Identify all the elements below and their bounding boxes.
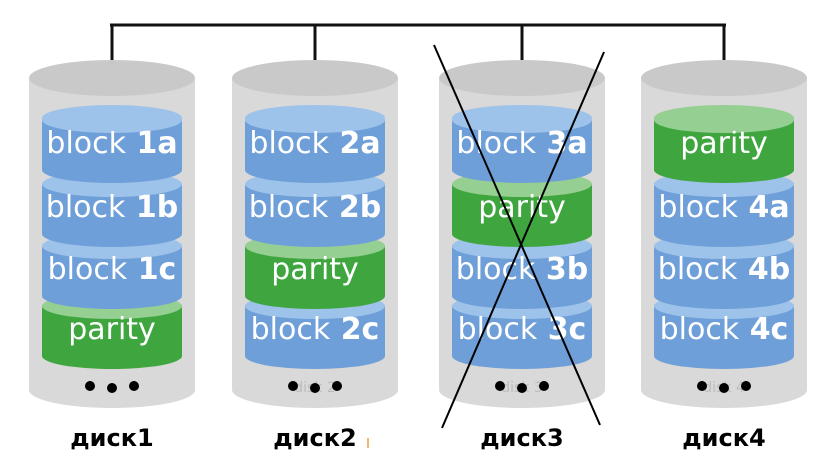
block-body	[245, 306, 385, 369]
block-body	[245, 120, 385, 183]
parity-label: parity	[478, 190, 566, 225]
block-label: block 2c	[251, 312, 380, 347]
block-label: block 4a	[658, 190, 789, 225]
block-word: block	[660, 312, 740, 347]
top-cap	[245, 105, 385, 131]
block-word: block	[46, 190, 126, 225]
block-body	[654, 306, 794, 369]
block-body	[42, 184, 182, 247]
indicator-dot	[719, 383, 729, 393]
disk-housing-top	[29, 60, 195, 96]
indicator-dot	[310, 383, 320, 393]
parity-label: parity	[680, 126, 768, 161]
indicator-dot	[517, 383, 527, 393]
block-label: block 2b	[249, 190, 381, 225]
block-word: block	[249, 126, 329, 161]
connection-wires	[110, 23, 726, 95]
block-word: block	[658, 252, 738, 287]
block-id: 1b	[136, 190, 178, 225]
block-word: block	[456, 126, 536, 161]
block-word: block	[48, 252, 128, 287]
block-label: block 2a	[249, 126, 380, 161]
disk-name: диск2	[273, 424, 356, 452]
block-label: block 1b	[46, 190, 178, 225]
indicator-dot	[332, 381, 342, 391]
block-id: 4b	[748, 252, 790, 287]
block-id: 3a	[546, 126, 587, 161]
indicator-dot	[129, 381, 139, 391]
block-body	[452, 246, 592, 309]
disk-housing-top	[641, 60, 807, 96]
disk-housing-top	[439, 60, 605, 96]
block-label: block 4b	[658, 252, 790, 287]
block-body	[245, 184, 385, 247]
block-label: block 1c	[48, 252, 177, 287]
disk-name: диск4	[682, 424, 765, 452]
indicator-dot	[288, 381, 298, 391]
block-id: 2b	[339, 190, 381, 225]
block-body	[654, 246, 794, 309]
block-word: parity	[478, 190, 566, 225]
block-id: 1c	[138, 252, 177, 287]
block-word: block	[456, 252, 536, 287]
parity-label: parity	[68, 312, 156, 347]
block-body	[42, 120, 182, 183]
block-word: parity	[68, 312, 156, 347]
indicator-dot	[741, 381, 751, 391]
indicator-dot	[85, 381, 95, 391]
block-id: 3b	[546, 252, 588, 287]
block-id: 2c	[341, 312, 380, 347]
top-cap	[452, 105, 592, 131]
block-body	[245, 246, 385, 309]
block-word: block	[46, 126, 126, 161]
block-id: 4c	[750, 312, 789, 347]
block-label: block 3c	[458, 312, 587, 347]
block-word: block	[658, 190, 738, 225]
failure-cross	[433, 44, 605, 429]
block-id: 2a	[339, 126, 380, 161]
block-label: block 3b	[456, 252, 588, 287]
block-label: block 1a	[46, 126, 177, 161]
parity-label: parity	[271, 252, 359, 287]
block-body	[452, 184, 592, 247]
block-label: block 3a	[456, 126, 587, 161]
block-body	[654, 184, 794, 247]
top-cap	[42, 105, 182, 131]
block-word: parity	[680, 126, 768, 161]
cross-line	[441, 51, 605, 429]
disk-name: диск1	[70, 424, 153, 452]
block-word: block	[249, 190, 329, 225]
block-body	[42, 246, 182, 309]
indicator-dot	[539, 381, 549, 391]
block-word: block	[251, 312, 331, 347]
indicator-dot	[495, 381, 505, 391]
block-label: block 4c	[660, 312, 789, 347]
disk-name: диск3	[480, 424, 563, 452]
top-cap	[654, 105, 794, 131]
disk-housing-top	[232, 60, 398, 96]
block-body	[42, 306, 182, 369]
block-word: parity	[271, 252, 359, 287]
block-id: 4a	[748, 190, 789, 225]
block-id: 1a	[136, 126, 177, 161]
block-word: block	[458, 312, 538, 347]
indicator-dot	[697, 381, 707, 391]
cross-line	[433, 44, 601, 426]
indicator-dot	[107, 383, 117, 393]
block-body	[654, 120, 794, 183]
